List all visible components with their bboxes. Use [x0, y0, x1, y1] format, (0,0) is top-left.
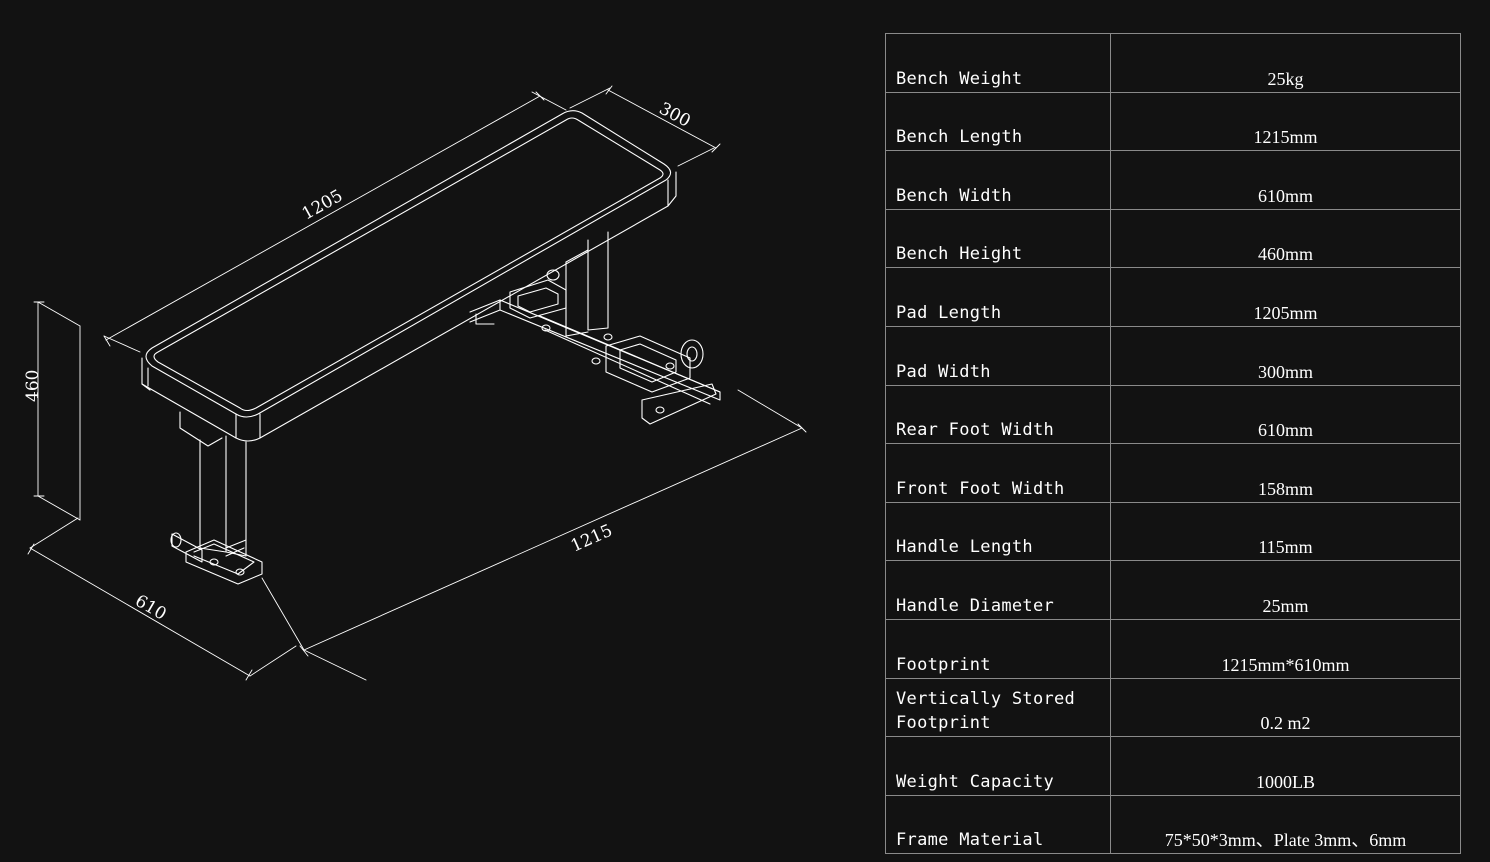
spec-value: 1205mm: [1110, 267, 1461, 327]
spec-label: Weight Capacity: [896, 771, 1055, 792]
spec-label-cell: Bench Height: [885, 208, 1111, 269]
spec-label-cell: Front Foot Width: [885, 443, 1111, 503]
handle-end-icon: [170, 532, 182, 548]
dimension-lines: [27, 85, 807, 681]
spec-value: 25kg: [1110, 33, 1461, 93]
spec-label: Pad Width: [896, 361, 991, 382]
spec-label: Bench Height: [896, 244, 1023, 265]
spec-label-cell: Bench Weight: [885, 33, 1111, 93]
dim-total-length-label: 1215: [568, 521, 616, 557]
table-row: Rear Foot Width 610mm: [885, 384, 1461, 445]
spec-label-cell: Weight Capacity: [885, 736, 1111, 796]
spec-label-cell: Handle Diameter: [885, 560, 1111, 620]
spec-value: 158mm: [1110, 443, 1461, 503]
spec-label: Rear Foot Width: [896, 420, 1055, 441]
spec-label-cell: Pad Width: [885, 325, 1111, 386]
table-row: Bench Length 1215mm: [885, 91, 1461, 152]
spec-label: Bench Width: [896, 185, 1012, 206]
spec-label: Bench Length: [896, 127, 1023, 148]
spec-label-cell: Rear Foot Width: [885, 384, 1111, 445]
spec-value: 0.2 m2: [1110, 677, 1461, 738]
table-row: Front Foot Width 158mm: [885, 443, 1461, 503]
spec-label: Vertically Stored Footprint: [896, 689, 1076, 734]
spec-label: Front Foot Width: [896, 478, 1065, 499]
table-row: Frame Material 75*50*3mm、Plate 3mm、6mm: [885, 794, 1461, 855]
spec-label-cell: Pad Length: [885, 267, 1111, 327]
table-row: Footprint 1215mm*610mm: [885, 618, 1461, 679]
spec-value: 115mm: [1110, 501, 1461, 562]
table-row: Vertically Stored Footprint 0.2 m2: [885, 677, 1461, 738]
spec-value: 75*50*3mm、Plate 3mm、6mm: [1110, 794, 1461, 855]
table-row: Handle Diameter 25mm: [885, 560, 1461, 620]
spec-label-cell: Handle Length: [885, 501, 1111, 562]
spec-value: 610mm: [1110, 150, 1461, 210]
spec-value: 300mm: [1110, 325, 1461, 386]
spec-label-cell: Footprint: [885, 618, 1111, 679]
table-row: Pad Width 300mm: [885, 325, 1461, 386]
bench-technical-drawing: 1205 300 460 610 1215: [23, 85, 807, 681]
spec-value: 1215mm: [1110, 91, 1461, 152]
table-row: Bench Width 610mm: [885, 150, 1461, 210]
table-row: Handle Length 115mm: [885, 501, 1461, 562]
wheel-icon: [680, 339, 704, 369]
spec-value: 1000LB: [1110, 736, 1461, 796]
table-row: Pad Length 1205mm: [885, 267, 1461, 327]
dim-height-label: 460: [23, 370, 43, 402]
table-row: Bench Weight 25kg: [885, 33, 1461, 93]
rear-leg-assembly: [469, 231, 721, 425]
spec-label: Footprint: [896, 654, 991, 675]
dim-pad-width-label: 300: [656, 99, 694, 132]
spec-value: 1215mm*610mm: [1110, 618, 1461, 679]
front-leg-assembly: [170, 411, 263, 585]
spec-value: 460mm: [1110, 208, 1461, 269]
spec-label: Handle Length: [896, 537, 1033, 558]
spec-label-cell: Bench Width: [885, 150, 1111, 210]
spec-value: 610mm: [1110, 384, 1461, 445]
bench-pad: [141, 110, 677, 442]
table-row: Bench Height 460mm: [885, 208, 1461, 269]
spec-label: Pad Length: [896, 302, 1002, 323]
spec-label-cell: Bench Length: [885, 91, 1111, 152]
table-row: Weight Capacity 1000LB: [885, 736, 1461, 796]
spec-label-cell: Vertically Stored Footprint: [885, 677, 1111, 738]
spec-label: Frame Material: [896, 830, 1044, 851]
spec-label: Handle Diameter: [896, 595, 1055, 616]
spec-value: 25mm: [1110, 560, 1461, 620]
spec-label-cell: Frame Material: [885, 794, 1111, 855]
dim-foot-width-label: 610: [132, 591, 170, 625]
spec-label: Bench Weight: [896, 68, 1023, 89]
